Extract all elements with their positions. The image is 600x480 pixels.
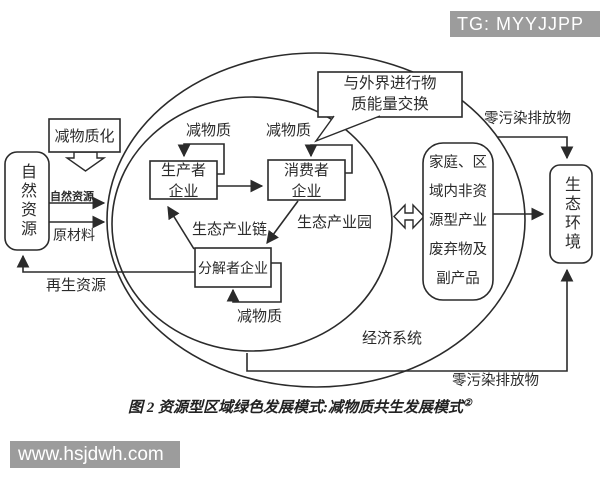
reduce-label-decomposer: 减物质	[237, 307, 283, 325]
arrow-zero-emission-bottom	[246, 268, 574, 372]
figure-caption-text: 图 2 资源型区域绿色发展模式:减物质共生发展模式	[128, 400, 464, 416]
raw-material-label: 原材料	[53, 228, 95, 244]
callout-box	[317, 71, 463, 118]
consumer-label-line2: 企业	[291, 182, 322, 200]
decomposer-label: 分解者企业	[198, 260, 268, 277]
natural-resources-label: 自然资源	[18, 163, 37, 239]
consumer-label-line1: 消费者	[283, 161, 329, 179]
double-arrow-icon	[393, 203, 425, 230]
natural-resource-flow-label: 自然资源	[50, 190, 94, 203]
natural-resources-box	[4, 151, 50, 251]
reduce-label-producer: 减物质	[186, 121, 232, 139]
dematerialization-box	[48, 118, 121, 153]
economic-system-label: 经济系统	[362, 329, 423, 347]
producer-label-line2: 企业	[168, 182, 199, 200]
consumer-box	[267, 159, 346, 201]
producer-label-line1: 生产者	[160, 161, 206, 179]
decomposer-box	[194, 247, 272, 288]
household-box	[422, 142, 494, 301]
callout-label-line1: 与外界进行物	[343, 73, 437, 92]
household-label-line4: 废弃物及	[429, 242, 487, 258]
figure-caption-footnote: ②	[463, 398, 472, 409]
callout-label-line2: 质能量交换	[351, 94, 429, 113]
arrow-consumer-self-loop	[304, 144, 353, 174]
arrow-decomposer-to-producer	[167, 205, 195, 250]
zero-pollution-top-label: 零污染排放物	[484, 111, 571, 127]
block-arrow-down-icon	[64, 151, 107, 172]
figure-caption: 图 2 资源型区域绿色发展模式:减物质共生发展模式②	[88, 396, 512, 417]
eco-industrial-park-ellipse	[111, 96, 393, 352]
watermark-bottom-left: www.hsjdwh.com	[10, 441, 180, 468]
arrow-zero-emission-top	[497, 136, 574, 160]
eco-industry-chain-label: 生态产业链	[192, 220, 268, 238]
arrow-producer-self-loop	[177, 143, 225, 175]
reduce-label-consumer: 减物质	[266, 121, 312, 139]
dematerialization-label: 减物质化	[54, 127, 115, 145]
watermark-top-right: TG: MYYJJPP	[450, 11, 600, 37]
callout-tail	[314, 115, 381, 143]
arrow-regenerated-resource	[16, 254, 195, 273]
environment-label: 生态环境	[562, 176, 581, 252]
regenerated-resource-label: 再生资源	[46, 276, 107, 294]
arrow-decomposer-self-loop	[226, 262, 282, 303]
household-label-line1: 家庭、区	[429, 155, 487, 171]
environment-box	[549, 164, 593, 264]
producer-box	[149, 160, 218, 200]
household-label-line2: 域内非资	[429, 184, 487, 200]
zero-pollution-bottom-label: 零污染排放物	[452, 373, 539, 389]
household-label-line3: 源型产业	[429, 213, 487, 229]
arrow-consumer-to-decomposer	[266, 200, 299, 245]
economic-system-ellipse	[106, 52, 526, 388]
household-label-line5: 副产品	[436, 271, 480, 287]
eco-industry-park-label: 生态产业园	[297, 213, 373, 231]
